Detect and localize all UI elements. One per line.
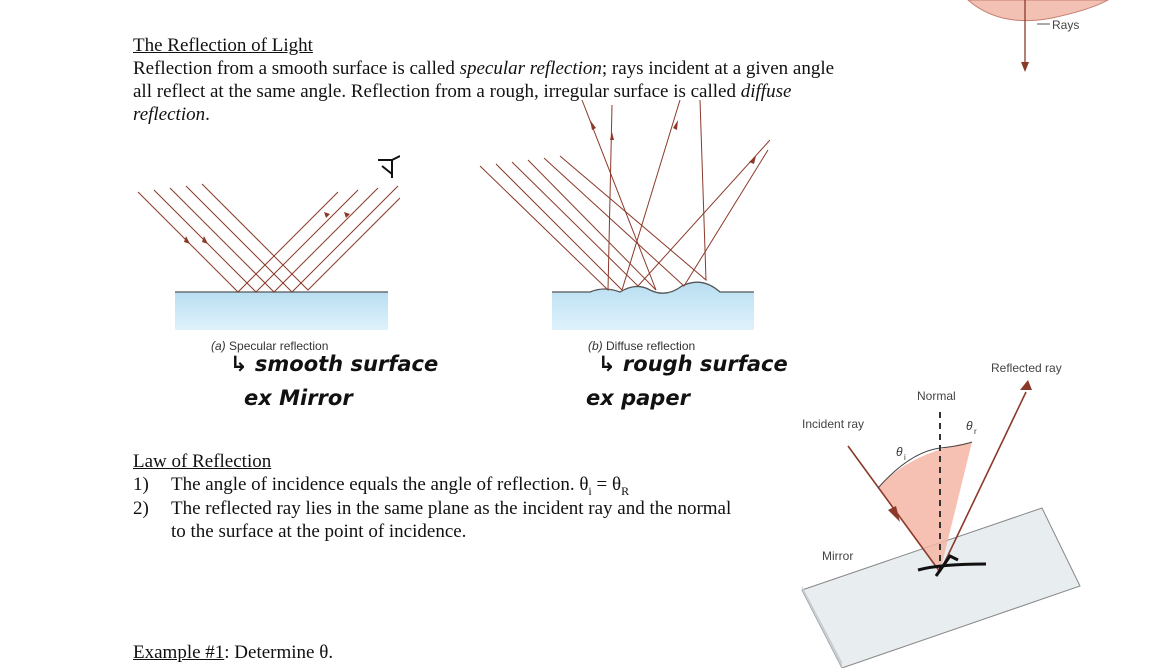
- law-title: Law of Reflection: [133, 451, 272, 472]
- incident-label: Incident ray: [802, 417, 864, 431]
- law-item-2-text: The reflected ray lies in the same plane…: [171, 498, 732, 519]
- specular-caption-letter: (a): [211, 339, 226, 353]
- rays-label: Rays: [1052, 18, 1079, 32]
- diffuse-caption-letter: (b): [588, 339, 603, 353]
- specular-rays: [137, 183, 400, 293]
- sphere-fragment: [967, 0, 1110, 22]
- reflected-ray: [939, 391, 1027, 573]
- specular-note-1: ↳ smooth surface: [230, 352, 439, 376]
- rough-surface-edge: [552, 281, 754, 294]
- law-item-2-cont: to the surface at the point of incidence…: [171, 521, 467, 542]
- smooth-surface: [175, 292, 388, 330]
- diffuse-figure: [479, 100, 770, 330]
- law-figure: Incident ray Normal Reflected ray Mirror…: [801, 361, 1081, 668]
- intro-text-a: Reflection from a smooth surface is call…: [133, 58, 460, 79]
- intro-section: The Reflection of Light Reflection from …: [133, 34, 853, 126]
- theta-r-label-sub: r: [974, 427, 977, 436]
- term-diffuse: diffuse reflection: [133, 81, 792, 125]
- specular-figure: [137, 155, 400, 330]
- top-right-figure: Rays: [967, 0, 1110, 72]
- angle-arc: [877, 441, 973, 489]
- section-title: The Reflection of Light: [133, 35, 313, 56]
- sketch-mark: [917, 554, 987, 577]
- rough-surface: [552, 282, 754, 330]
- intro-paragraph: Reflection from a smooth surface is call…: [133, 57, 853, 126]
- angle-wedge: [878, 442, 972, 572]
- intro-text-c: .: [205, 104, 210, 125]
- mirror-label: Mirror: [822, 549, 853, 563]
- intro-text-b: ; rays incident at a given angle all ref…: [133, 58, 835, 102]
- diffuse-note-1: ↳ rough surface: [598, 352, 788, 376]
- diffuse-rays: [479, 100, 770, 292]
- diffuse-arrows: [590, 120, 756, 164]
- incident-arrow: [888, 506, 900, 522]
- normal-label: Normal: [917, 389, 956, 403]
- diffuse-note-2: ex paper: [586, 386, 690, 410]
- theta-i-label-sub: i: [904, 453, 906, 462]
- mirror-edge: [802, 586, 842, 668]
- law-item-1-num: 1): [133, 474, 149, 495]
- law-item-2-num: 2): [133, 498, 149, 519]
- diffuse-caption: (b) Diffuse reflection: [588, 339, 695, 353]
- law-item-1-text: The angle of incidence equals the angle …: [171, 474, 589, 495]
- theta-i-sub: i: [588, 483, 592, 498]
- law-item-2: 2) The reflected ray lies in the same pla…: [133, 497, 793, 520]
- theta-i-label: θ: [896, 445, 903, 459]
- specular-caption-text: Specular reflection: [229, 339, 329, 353]
- example-text: : Determine θ.: [224, 642, 334, 663]
- specular-caption: (a) Specular reflection: [211, 339, 328, 353]
- theta-r-sub: R: [621, 483, 630, 498]
- reflected-label: Reflected ray: [991, 361, 1062, 375]
- law-item-1: 1) The angle of incidence equals the angl…: [133, 473, 793, 503]
- specular-note-2: ex Mirror: [244, 386, 353, 410]
- theta-r-label: θ: [966, 419, 973, 433]
- law-item-1-eq: = θ: [591, 474, 622, 495]
- top-ray-arrow: [1021, 62, 1029, 72]
- example-line: Example #1: Determine θ.: [133, 641, 333, 664]
- eye-sketch-icon: [378, 155, 400, 178]
- specular-arrows: [184, 212, 350, 244]
- reflected-arrow: [1020, 380, 1032, 390]
- diffuse-caption-text: Diffuse reflection: [606, 339, 696, 353]
- term-specular: specular reflection: [459, 58, 602, 79]
- example-label: Example #1: [133, 642, 225, 663]
